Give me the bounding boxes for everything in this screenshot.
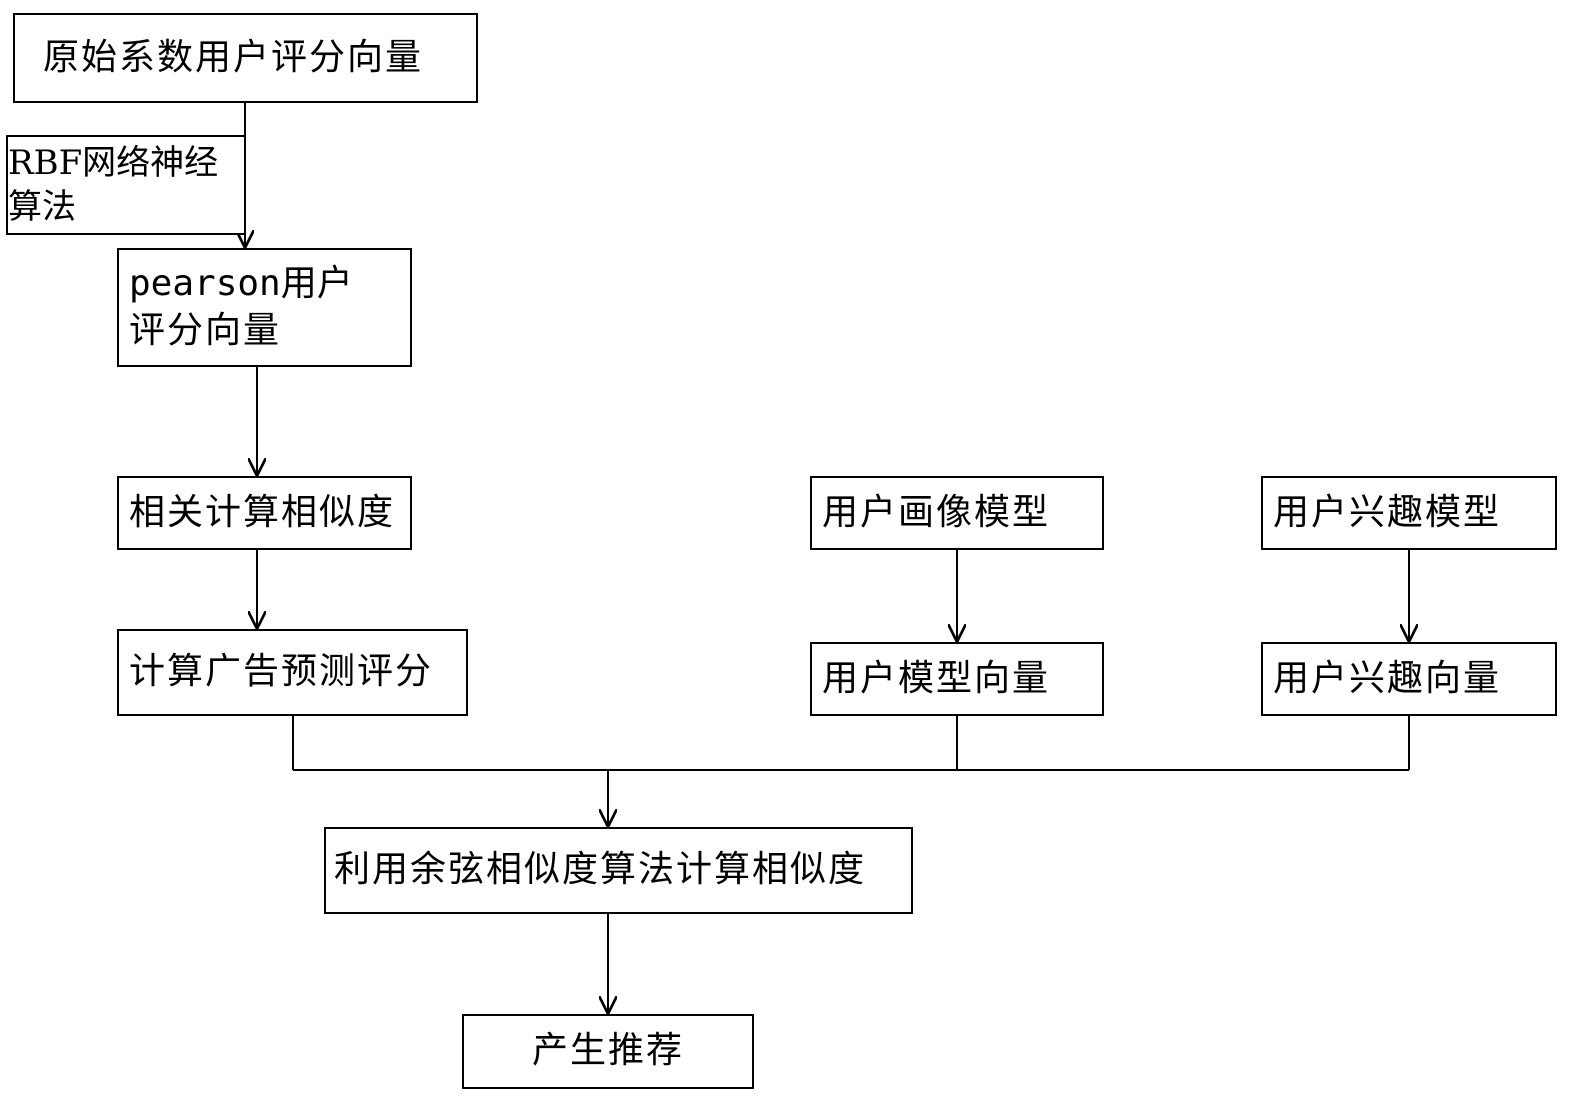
node-rbf-neural-network: RBF网络神经 算法 [6,135,246,235]
node-rbf-label-line2: 算法 [8,187,76,227]
node-user-portrait-model: 用户画像模型 [810,476,1104,550]
node-user-portrait-model-label: 用户画像模型 [822,491,1051,533]
node-correlation-similarity-label: 相关计算相似度 [129,491,396,533]
node-user-model-vector-label: 用户模型向量 [822,657,1051,699]
node-pearson-rating-vector: pearson用户 评分向量 [117,248,412,367]
node-generate-recommendation-label: 产生推荐 [531,1030,684,1072]
node-user-interest-vector: 用户兴趣向量 [1261,642,1557,716]
node-ad-predict-score: 计算广告预测评分 [117,629,468,716]
node-generate-recommendation: 产生推荐 [462,1014,754,1089]
node-cosine-similarity: 利用余弦相似度算法计算相似度 [324,827,913,914]
node-cosine-similarity-label: 利用余弦相似度算法计算相似度 [334,849,867,891]
node-user-interest-model: 用户兴趣模型 [1261,476,1557,550]
node-pearson-label-line1: pearson用户 [129,262,353,304]
node-user-interest-model-label: 用户兴趣模型 [1273,491,1502,533]
node-ad-predict-score-label: 计算广告预测评分 [129,651,434,693]
node-user-model-vector: 用户模型向量 [810,642,1104,716]
node-rbf-label-line1: RBF网络神经 [8,142,219,183]
node-pearson-label-line2: 评分向量 [129,309,282,351]
node-correlation-similarity: 相关计算相似度 [117,476,412,550]
node-raw-rating-vector-label: 原始系数用户评分向量 [43,36,424,78]
node-user-interest-vector-label: 用户兴趣向量 [1273,657,1502,699]
node-raw-rating-vector: 原始系数用户评分向量 [13,13,478,103]
